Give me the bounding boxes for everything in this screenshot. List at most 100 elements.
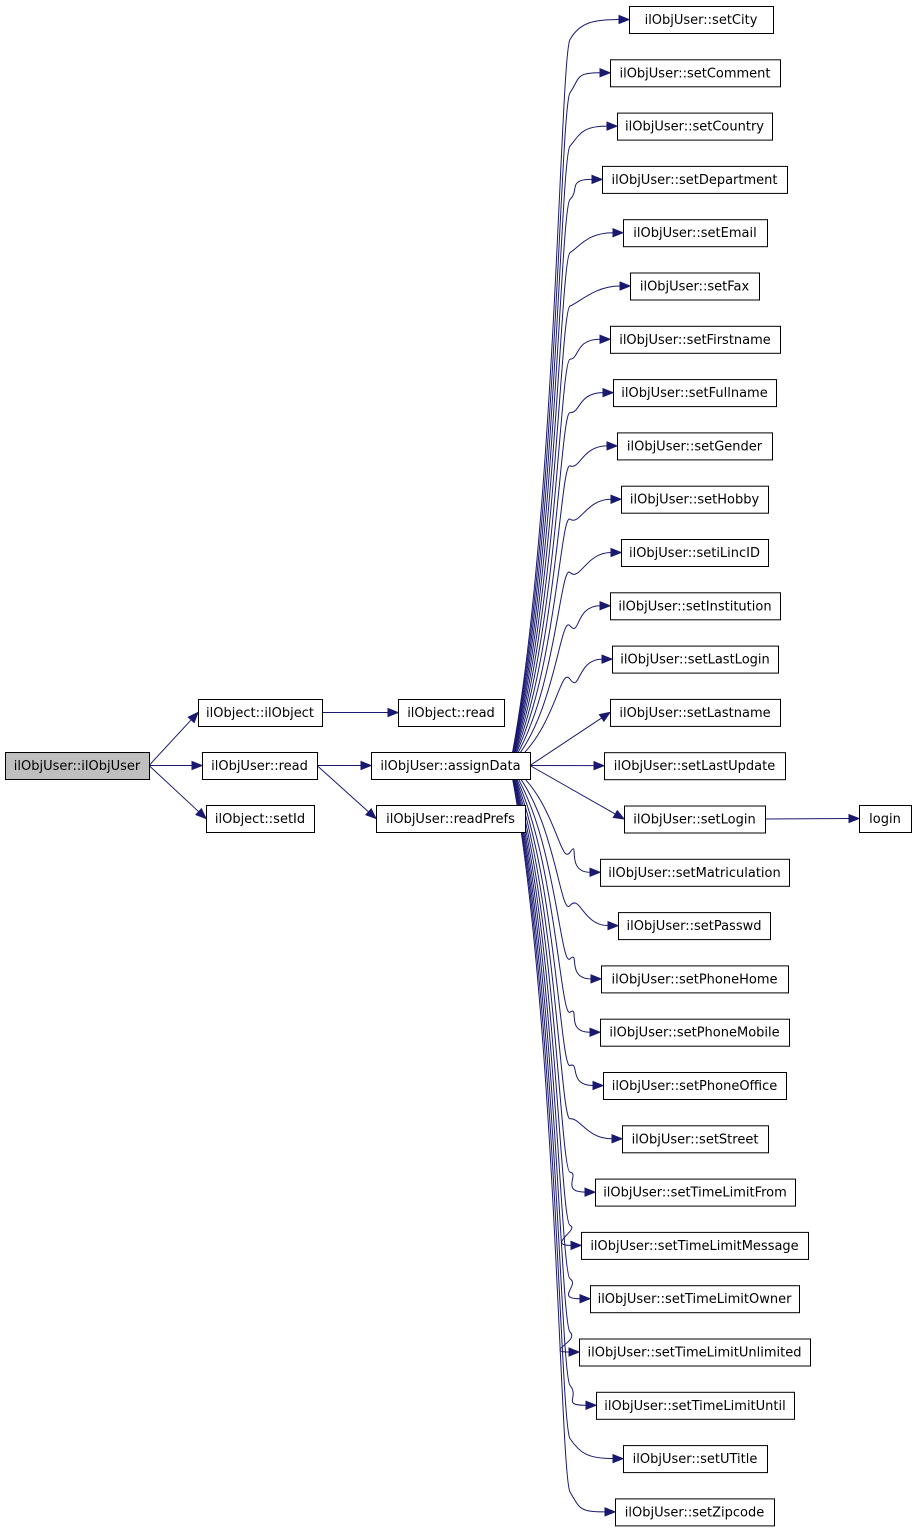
edge-line [509,765,591,1033]
edge-ilobjuser-assigndata-to-ilobjuser-setphonehome [509,765,603,984]
arrowhead [610,494,623,504]
node-ilobjuser-setilincid[interactable]: ilObjUser::setiLincID [621,539,769,567]
node-box [615,1498,775,1527]
node-box [376,805,526,833]
node-box [601,965,789,994]
node-label: ilObjUser::setFullname [621,386,767,401]
node-ilobjuser-read[interactable]: ilObjUser::read [202,752,318,780]
arrowhead [568,1347,581,1357]
arrowhead [365,807,378,820]
node-label: ilObjUser::setTimeLimitUntil [604,1399,785,1414]
node-label: ilObjUser::setInstitution [618,599,771,614]
node-ilobjuser-setlogin[interactable]: ilObjUser::setLogin [624,805,766,834]
node-box [202,752,318,780]
edge-ilobjuser-assigndata-to-ilobjuser-setgender [509,441,619,766]
node-box [629,6,774,34]
arrowhead [387,707,400,718]
edge-line [509,765,609,927]
node-ilobjuser-setpasswd[interactable]: ilObjUser::setPasswd [618,912,771,941]
node-ilobjuser-setmatriculation[interactable]: ilObjUser::setMatriculation [600,858,790,887]
node-ilobjuser-setinstitution[interactable]: ilObjUser::setInstitution [610,592,781,621]
node-login[interactable]: login [859,805,912,833]
node-ilobjuser-setphonehome[interactable]: ilObjUser::setPhoneHome [601,965,789,994]
node-label: ilObjUser::setLogin [633,813,755,828]
edge-line [509,232,614,766]
node-ilobjuser-settimelimitunlimited[interactable]: ilObjUser::setTimeLimitUnlimited [579,1338,811,1367]
node-ilobjuser-setlastupdate[interactable]: ilObjUser::setLastUpdate [604,752,786,781]
edge-line [529,765,616,815]
edge-line [148,719,192,766]
arrowhead [589,1027,602,1037]
node-label: ilObjUser::setCity [645,13,758,28]
node-ilobjuser-setfax[interactable]: ilObjUser::setFax [630,272,760,301]
nodes-layer: ilObjUser::ilObjUserilObject::ilObjectil… [5,6,912,1527]
node-box [602,165,788,194]
node-ilobject-setid[interactable]: ilObject::setId [206,805,315,833]
edge-ilobjuser-ilobjuser-to-ilobject-ilobject [148,711,199,766]
edge-line [316,765,369,813]
node-ilobjuser-ilobjuser[interactable]: ilObjUser::ilObjUser [5,752,150,780]
node-box [5,752,150,780]
node-ilobjuser-setstreet[interactable]: ilObjUser::setStreet [622,1125,769,1154]
node-ilobjuser-setfirstname[interactable]: ilObjUser::setFirstname [610,325,781,354]
node-box [617,112,773,141]
edge-line [509,72,601,766]
node-ilobjuser-setcomment[interactable]: ilObjUser::setComment [610,59,781,88]
edge-ilobjuser-assigndata-to-ilobjuser-setmatriculation [509,765,602,878]
node-ilobjuser-setcity[interactable]: ilObjUser::setCity [629,6,774,34]
node-ilobjuser-setemail[interactable]: ilObjUser::setEmail [623,219,768,248]
arrowhead [187,711,199,724]
edge-line [509,765,587,1406]
node-label: ilObjUser::ilObjUser [14,759,141,774]
edge-ilobjuser-assigndata-to-ilobjuser-setlastname [529,711,612,766]
edge-line [148,765,200,813]
arrowhead [602,387,615,398]
node-ilobject-read[interactable]: ilObject::read [398,699,505,727]
arrowhead [606,441,619,451]
node-ilobjuser-setcountry[interactable]: ilObjUser::setCountry [617,112,773,141]
node-ilobjuser-readprefs[interactable]: ilObjUser::readPrefs [376,805,526,833]
node-ilobjuser-setphonemobile[interactable]: ilObjUser::setPhoneMobile [600,1018,790,1047]
arrowhead [611,1134,624,1144]
node-box [595,1178,796,1207]
node-ilobjuser-setutitle[interactable]: ilObjUser::setUTitle [623,1445,768,1474]
node-label: ilObject::setId [215,812,305,827]
node-label: ilObjUser::setEmail [633,226,756,241]
edge-line [509,338,601,766]
node-label: ilObjUser::setTimeLimitUnlimited [588,1346,802,1361]
node-label: ilObjUser::setLastUpdate [614,759,776,774]
node-ilobjuser-setdepartment[interactable]: ilObjUser::setDepartment [602,165,788,194]
node-ilobject-ilobject[interactable]: ilObject::ilObject [198,699,323,727]
node-box [398,699,505,727]
node-ilobjuser-setlastname[interactable]: ilObjUser::setLastname [610,698,781,727]
node-box [617,432,773,461]
node-box [581,1231,809,1260]
edge-line [509,605,601,766]
node-ilobjuser-setfullname[interactable]: ilObjUser::setFullname [613,379,777,408]
node-ilobjuser-settimelimitmessage[interactable]: ilObjUser::setTimeLimitMessage [581,1231,809,1260]
arrowhead [599,601,612,611]
node-ilobjuser-assigndata[interactable]: ilObjUser::assignData [371,752,531,780]
node-ilobjuser-settimelimitfrom[interactable]: ilObjUser::setTimeLimitFrom [595,1178,796,1207]
edge-ilobjuser-assigndata-to-ilobjuser-setfax [509,281,632,766]
arrowhead [579,1293,592,1304]
arrowhead [191,760,204,771]
node-ilobjuser-setgender[interactable]: ilObjUser::setGender [617,432,773,461]
arrowhead [360,760,373,771]
node-label: ilObjUser::setComment [619,66,770,81]
edge-line [529,717,602,766]
edge-ilobjuser-assigndata-to-ilobjuser-settimelimitfrom [509,765,597,1197]
arrowhead [601,654,614,664]
node-ilobjuser-setzipcode[interactable]: ilObjUser::setZipcode [615,1498,775,1527]
node-ilobjuser-setlastlogin[interactable]: ilObjUser::setLastLogin [612,645,779,674]
node-ilobjuser-sethobby[interactable]: ilObjUser::setHobby [621,485,769,514]
node-ilobjuser-settimelimitowner[interactable]: ilObjUser::setTimeLimitOwner [590,1285,800,1314]
node-ilobjuser-settimelimituntil[interactable]: ilObjUser::setTimeLimitUntil [596,1391,795,1420]
node-label: ilObjUser::setLastname [619,706,770,721]
edge-line [509,658,603,766]
node-box [603,1072,787,1100]
edge-ilobjuser-assigndata-to-ilobjuser-setlogin [529,765,626,820]
edge-ilobjuser-assigndata-to-ilobjuser-setphonemobile [509,765,602,1037]
node-ilobjuser-setphoneoffice[interactable]: ilObjUser::setPhoneOffice [603,1072,787,1100]
